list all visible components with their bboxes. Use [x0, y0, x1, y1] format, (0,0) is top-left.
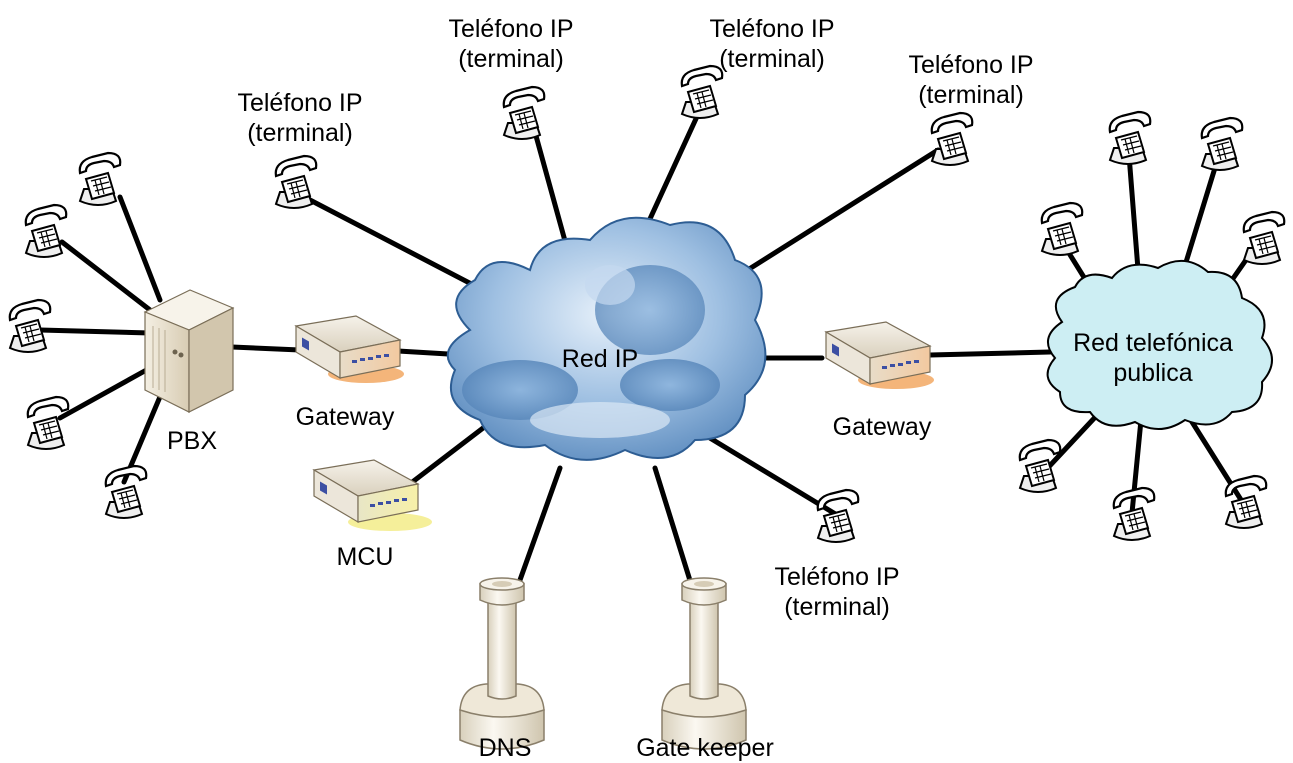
ip-phone-label-line1: Teléfono IP: [237, 89, 363, 117]
ip-phone-label-4: Teléfono IP (terminal): [896, 50, 1046, 110]
telephone-icon: [816, 488, 860, 544]
ip-phone-label-1: Teléfono IP (terminal): [225, 88, 375, 148]
pstn-label-line2: publica: [1113, 359, 1193, 387]
gateway-right-icon: [825, 321, 934, 389]
telephone-icon: [930, 111, 974, 167]
telephone-icon: [8, 298, 52, 354]
pstn-cloud-icon: [1046, 260, 1273, 430]
telephone-icon: [1108, 110, 1152, 166]
gateway-left-icon: [295, 315, 404, 383]
gateway-left-label: Gateway: [295, 403, 395, 431]
mcu-label: MCU: [336, 543, 394, 571]
pbx-label: PBX: [166, 427, 218, 455]
telephone-icon: [1112, 486, 1156, 542]
ip-phone-label-line1: Teléfono IP: [774, 563, 900, 591]
telephone-icon: [78, 151, 122, 207]
red-ip-label: Red IP: [561, 345, 639, 373]
ip-phone-label-line1: Teléfono IP: [908, 51, 1034, 79]
pstn-label-line1: Red telefónica: [1073, 329, 1233, 357]
ip-phone-label-5: Teléfono IP (terminal): [762, 562, 912, 622]
ip-phone-label-line2: (terminal): [784, 593, 890, 621]
ip-phone-label-2: Teléfono IP (terminal): [436, 14, 586, 74]
gatekeeper-server-icon: [661, 577, 747, 750]
telephone-icon: [104, 464, 148, 520]
gateway-right-label: Gateway: [832, 413, 932, 441]
ip-phone-label-line2: (terminal): [247, 119, 353, 147]
red-ip-cloud-icon: [446, 216, 767, 461]
telephone-icon: [274, 154, 318, 210]
ip-phone-label-line2: (terminal): [719, 45, 825, 73]
gatekeeper-label: Gate keeper: [636, 734, 774, 762]
telephone-icon: [1018, 438, 1062, 494]
mcu-icon: [313, 459, 432, 531]
telephone-icon: [24, 203, 68, 259]
telephone-icon: [1242, 210, 1286, 266]
telephone-icon: [502, 85, 546, 141]
ip-phone-label-line2: (terminal): [458, 45, 564, 73]
telephone-icon: [26, 395, 70, 451]
telephone-icon: [1224, 474, 1268, 530]
pbx-server-tower-icon: [143, 289, 235, 413]
ip-phone-label-line1: Teléfono IP: [448, 15, 574, 43]
telephone-icon: [1200, 116, 1244, 172]
dns-server-icon: [459, 577, 545, 750]
ip-phone-label-line2: (terminal): [918, 81, 1024, 109]
ip-phone-label-3: Teléfono IP (terminal): [697, 14, 847, 74]
pstn-label: Red telefónica publica: [1048, 328, 1258, 388]
telephone-icon: [1040, 201, 1084, 257]
ip-phone-label-line1: Teléfono IP: [709, 15, 835, 43]
dns-label: DNS: [478, 734, 532, 762]
